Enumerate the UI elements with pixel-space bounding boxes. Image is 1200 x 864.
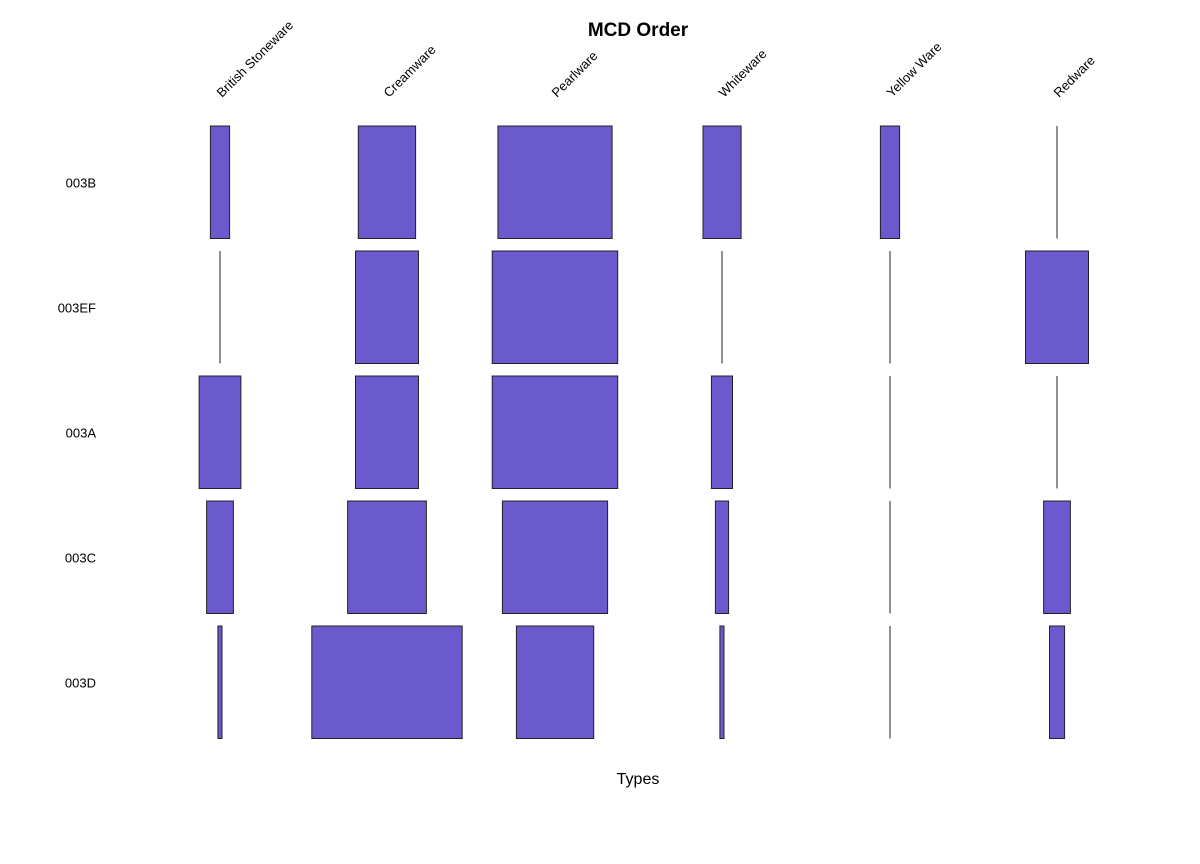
bar (1043, 500, 1071, 614)
row-label: 003D (65, 675, 96, 690)
bar (719, 625, 725, 739)
row-label: 003C (65, 550, 96, 565)
category-label: Whiteware (716, 46, 770, 100)
bar (311, 625, 463, 739)
bar (355, 250, 419, 364)
category-label: Redware (1051, 53, 1098, 100)
row-label: 003EF (58, 300, 96, 315)
chart-title: MCD Order (588, 20, 689, 41)
bar (209, 125, 231, 239)
bar (714, 500, 730, 614)
row-labels: 003B 003EF 003A 003C 003D (58, 175, 97, 690)
bar (355, 375, 419, 489)
category-label: Yellow Ware (884, 39, 945, 100)
bar (710, 375, 734, 489)
bar (1049, 625, 1066, 739)
x-axis-title: Types (617, 771, 660, 788)
bar (206, 500, 234, 614)
bar (491, 375, 619, 489)
bar (879, 125, 901, 239)
bar (702, 125, 742, 239)
bar (497, 125, 613, 239)
row-label: 003B (66, 175, 96, 190)
bar (217, 625, 223, 739)
row-label: 003A (66, 425, 97, 440)
bars (198, 125, 1089, 739)
bar (1025, 250, 1089, 364)
bar (357, 125, 417, 239)
bar (491, 250, 619, 364)
category-label: British Stoneware (214, 17, 297, 100)
bar (198, 375, 242, 489)
bar (347, 500, 427, 614)
bar (515, 625, 595, 739)
category-label: Pearlware (549, 48, 601, 100)
category-label: Creamware (381, 42, 439, 100)
bar (501, 500, 609, 614)
